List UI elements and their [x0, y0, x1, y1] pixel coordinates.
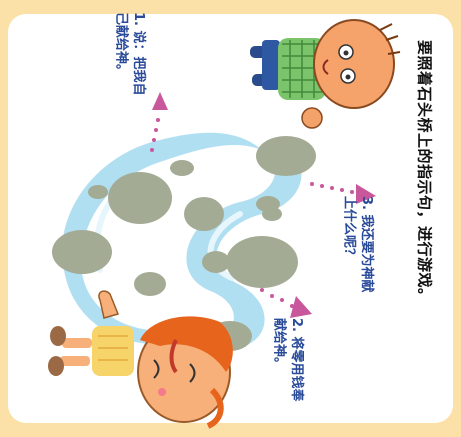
boy-figure [250, 19, 401, 129]
page-title: 要照着石头桥上的指示句，进行游戏。 [415, 40, 434, 304]
instruction-2: 2. 将零用钱奉献给神。 [271, 318, 305, 402]
stream [62, 132, 302, 350]
instruction-3: 3. 我还要为神献上什么呢？ [341, 196, 375, 293]
dotted-arrow-3 [310, 182, 376, 204]
girl-figure [48, 290, 233, 429]
dotted-arrow-2 [260, 288, 312, 318]
dotted-arrow-1 [150, 92, 168, 152]
stepping-stones [52, 136, 316, 351]
instruction-1: 1. 说：把我自己献给神。 [113, 12, 147, 96]
